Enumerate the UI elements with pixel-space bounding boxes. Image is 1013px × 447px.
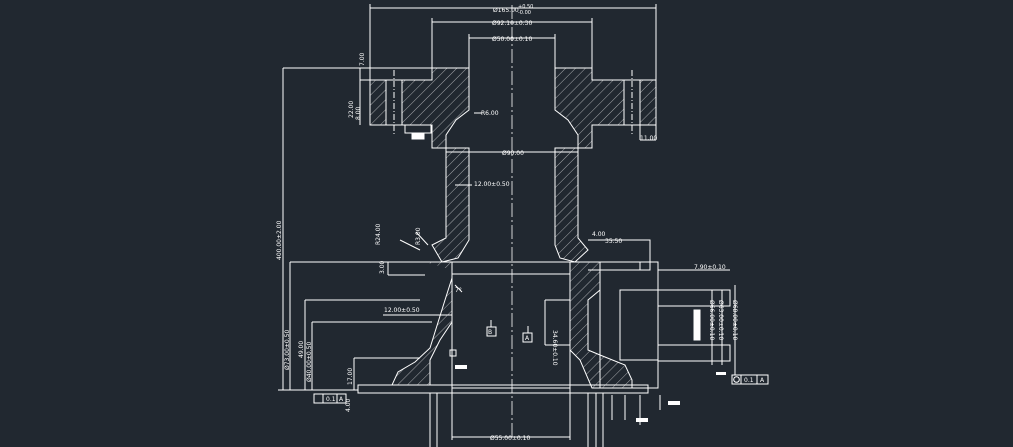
dim-d165: Ø165.00 bbox=[493, 7, 519, 14]
dim-r3: R3.00 bbox=[415, 227, 422, 245]
dim-wall12-upper: 12.00±0.50 bbox=[474, 181, 510, 188]
fcf-right bbox=[731, 374, 769, 385]
dim-flange-b: 8.00 bbox=[355, 106, 362, 120]
fcf-left-tol: 0.1 bbox=[326, 396, 336, 403]
fcf-left-datum: A bbox=[339, 396, 344, 403]
dim-f7: 7.00 bbox=[359, 52, 366, 66]
lower-body-right-section bbox=[569, 261, 633, 389]
dim-d90: Ø90.00 bbox=[502, 150, 524, 157]
dim-len400: 400.00±2.00 bbox=[276, 220, 283, 260]
dim-flange-t: 22.00 bbox=[348, 101, 355, 118]
dim-d66: Ø66.00±0.10 bbox=[708, 300, 715, 340]
datum-a-label: B bbox=[488, 329, 492, 336]
fcf-right-tol: 0.1 bbox=[744, 377, 754, 384]
dim-r24: R24.00 bbox=[375, 223, 382, 245]
dim-d68: Ø68.00±0.10 bbox=[731, 300, 738, 340]
dim-s4: 4.00 bbox=[592, 231, 606, 238]
lower-body-left-section bbox=[391, 261, 453, 386]
fcf-left bbox=[313, 393, 347, 404]
dim-d165-tol-upper: +0.50 bbox=[518, 4, 533, 10]
fcf-right-datum: A bbox=[760, 377, 765, 384]
dim-d56-bottom: Ø55.00±0.10 bbox=[490, 435, 530, 442]
dim-d50: Ø50.00±0.10 bbox=[492, 36, 532, 43]
dim-d34: 34.60±0.10 bbox=[551, 330, 558, 366]
dim-d40: Ø40.00±0.50 bbox=[306, 342, 313, 382]
dim-d49: 49.00 bbox=[298, 341, 305, 358]
dim-d63: Ø63.00±0.10 bbox=[717, 300, 724, 340]
base-plate bbox=[357, 384, 649, 394]
dim-f11: 11.00 bbox=[640, 135, 657, 142]
dim-r6: R6.00 bbox=[481, 110, 499, 117]
dim-d92: Ø92.10±0.30 bbox=[492, 20, 532, 27]
dim-angle: 7° bbox=[455, 287, 462, 294]
dim-wall12-lower: 12.00±0.50 bbox=[384, 307, 420, 314]
tube-wall-left bbox=[431, 147, 470, 263]
datum-b-label: A bbox=[525, 335, 530, 342]
dim-d17: 17.00 bbox=[347, 368, 354, 385]
dim-d4: 4.00 bbox=[345, 398, 352, 412]
right-fitting-insert bbox=[693, 309, 701, 341]
dim-d73: Ø73.00±0.50 bbox=[284, 330, 291, 370]
dim-d165-tol-lower: -0.00 bbox=[518, 10, 531, 16]
tube-wall-right bbox=[554, 147, 589, 263]
dim-s7-9: 7.90±0.10 bbox=[694, 264, 726, 271]
dim-s3: 3.00 bbox=[379, 260, 386, 274]
dim-s35: 35.50 bbox=[605, 238, 622, 245]
